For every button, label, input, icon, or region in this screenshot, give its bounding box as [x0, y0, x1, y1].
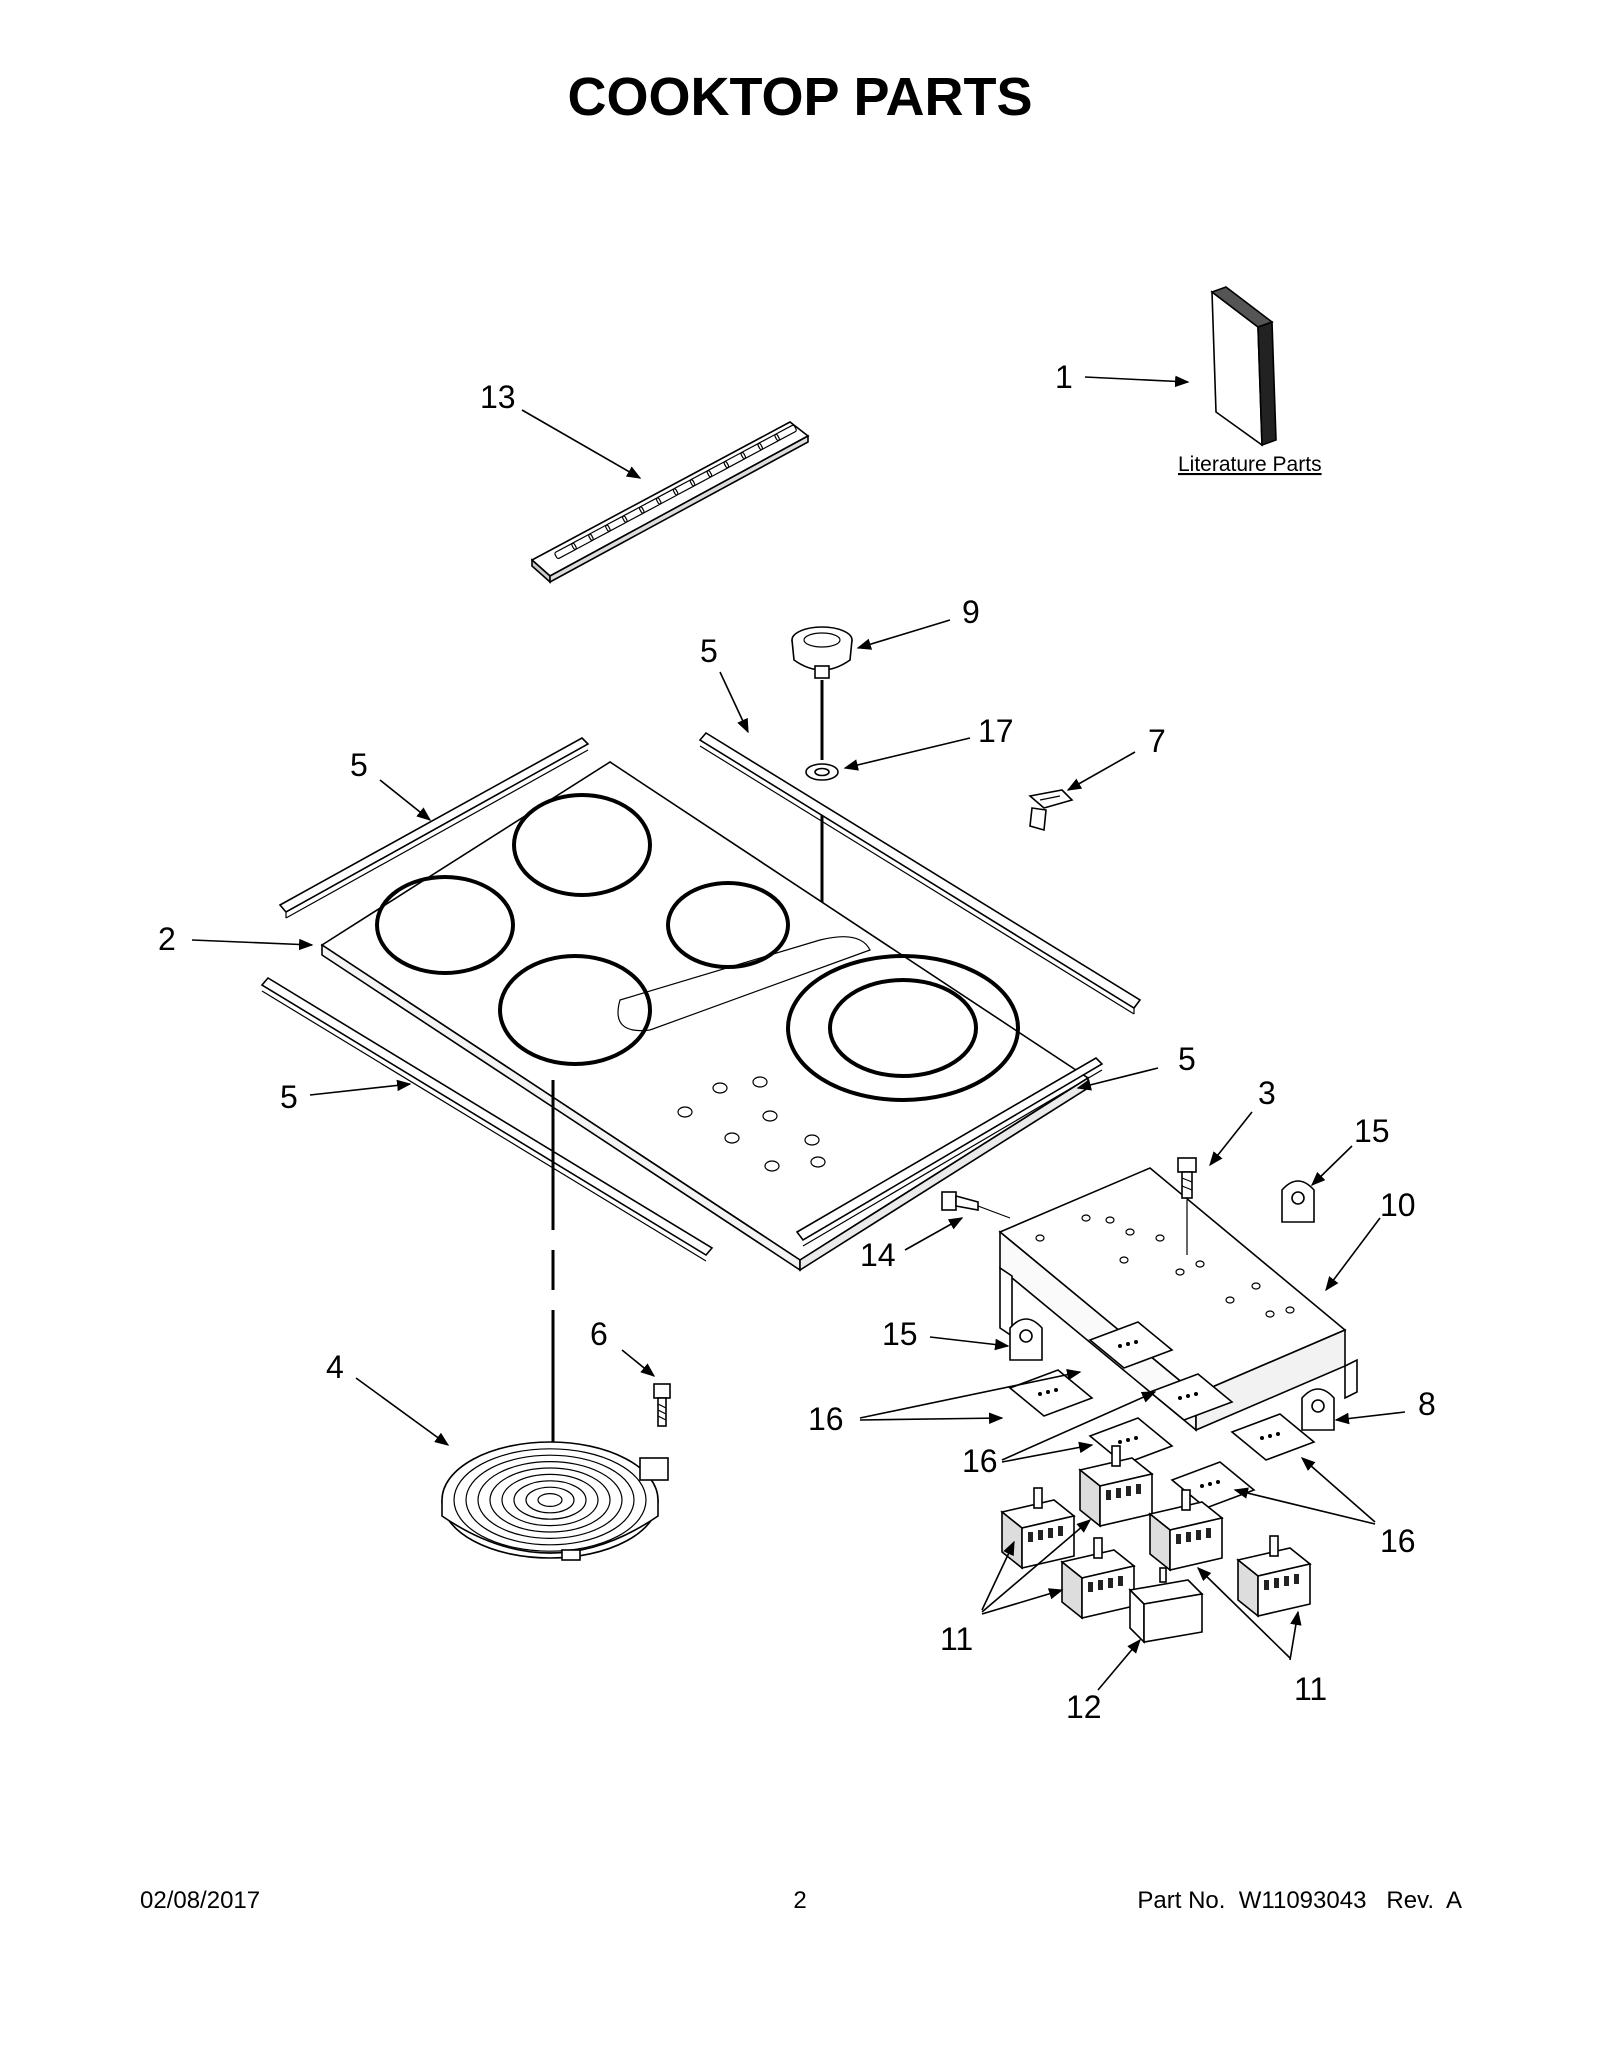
callout-5a: 5 — [350, 747, 368, 783]
page-title: COOKTOP PARTS — [567, 67, 1032, 127]
leader-line — [1084, 375, 1190, 388]
callout-4: 4 — [326, 1349, 344, 1385]
leader-line — [379, 779, 432, 821]
callout-11a: 11 — [940, 1621, 973, 1657]
callout-15a: 15 — [1354, 1113, 1390, 1149]
leader-line — [1233, 1487, 1376, 1525]
leader-line — [1001, 1391, 1157, 1461]
insulation-pad-icon — [1008, 1321, 1316, 1509]
leader-line — [1076, 1067, 1159, 1091]
leader-line — [521, 409, 642, 479]
footer-page-number: 2 — [793, 1887, 806, 1914]
tab-bracket-icon — [1009, 1318, 1043, 1361]
trim-strip-icon — [278, 737, 590, 919]
callout-16c: 16 — [1380, 1523, 1416, 1559]
footer-date: 02/08/2017 — [140, 1887, 260, 1914]
leader-line — [1300, 1457, 1376, 1523]
leader-line — [621, 1349, 656, 1377]
leader-line — [191, 938, 314, 951]
callout-8: 8 — [1418, 1386, 1436, 1422]
radiant-element-icon — [441, 1441, 669, 1561]
callout-14: 14 — [860, 1237, 896, 1273]
leader-line — [1196, 1566, 1291, 1659]
callout-17: 17 — [978, 713, 1014, 749]
callout-3: 3 — [1258, 1075, 1276, 1111]
leader-line — [981, 1588, 1064, 1615]
footer-part-number: Part No. W11093043 Rev. A — [1137, 1887, 1462, 1914]
trim-strip-icon — [698, 731, 1142, 1015]
literature-book-icon — [1210, 286, 1277, 447]
control-knob-icon — [791, 626, 853, 679]
leader-line — [981, 1519, 1092, 1613]
leader-line — [843, 737, 971, 771]
leader-line — [856, 619, 951, 650]
switch-icon — [1128, 1567, 1204, 1644]
callout-5d: 5 — [1178, 1041, 1196, 1077]
screw-icon — [941, 1191, 1011, 1219]
leader-line — [1001, 1441, 1094, 1463]
callout-16a: 16 — [808, 1401, 844, 1437]
callout-11b: 11 — [1294, 1671, 1327, 1707]
callout-13: 13 — [480, 379, 516, 415]
leader-line — [309, 1079, 412, 1096]
leader-line — [1310, 1145, 1353, 1187]
leader-line — [1334, 1411, 1406, 1425]
leader-line — [981, 1540, 1015, 1611]
clip-icon — [1028, 789, 1074, 832]
leader-line — [904, 1217, 964, 1251]
callout-1: 1 — [1055, 359, 1073, 395]
leader-line — [859, 1369, 1082, 1419]
trim-strip-icon — [795, 1056, 1104, 1247]
leader-line — [929, 1336, 1010, 1351]
leader-line — [1289, 1610, 1302, 1661]
callout-9: 9 — [962, 594, 980, 630]
leader-line — [1097, 1638, 1141, 1691]
cooktop-glass-icon — [320, 761, 1090, 1272]
leader-line — [1325, 1217, 1381, 1292]
callout-15b: 15 — [882, 1316, 918, 1352]
control-bracket-icon — [998, 1167, 1358, 1432]
leader-line — [1209, 1111, 1253, 1167]
callout-10: 10 — [1380, 1187, 1416, 1223]
callout-2: 2 — [158, 921, 176, 957]
callout-6: 6 — [590, 1316, 608, 1352]
washer-icon — [805, 763, 839, 781]
screw-icon — [1177, 1157, 1197, 1255]
callout-12: 12 — [1066, 1689, 1102, 1725]
callout-16b: 16 — [962, 1443, 998, 1479]
screw-icon — [653, 1383, 671, 1427]
callout-5b: 5 — [700, 633, 718, 669]
callout-7: 7 — [1148, 723, 1166, 759]
leader-line — [355, 1377, 450, 1446]
leader-line — [719, 671, 749, 734]
leader-line — [1066, 751, 1136, 791]
trim-strip-icon — [260, 976, 714, 1262]
vent-grille-icon — [530, 421, 810, 584]
leader-line — [859, 1412, 1004, 1424]
tab-bracket-icon — [1281, 1180, 1315, 1223]
tab-bracket-icon — [1301, 1388, 1335, 1431]
literature-parts-label: Literature Parts — [1178, 453, 1322, 476]
callout-5c: 5 — [280, 1079, 298, 1115]
